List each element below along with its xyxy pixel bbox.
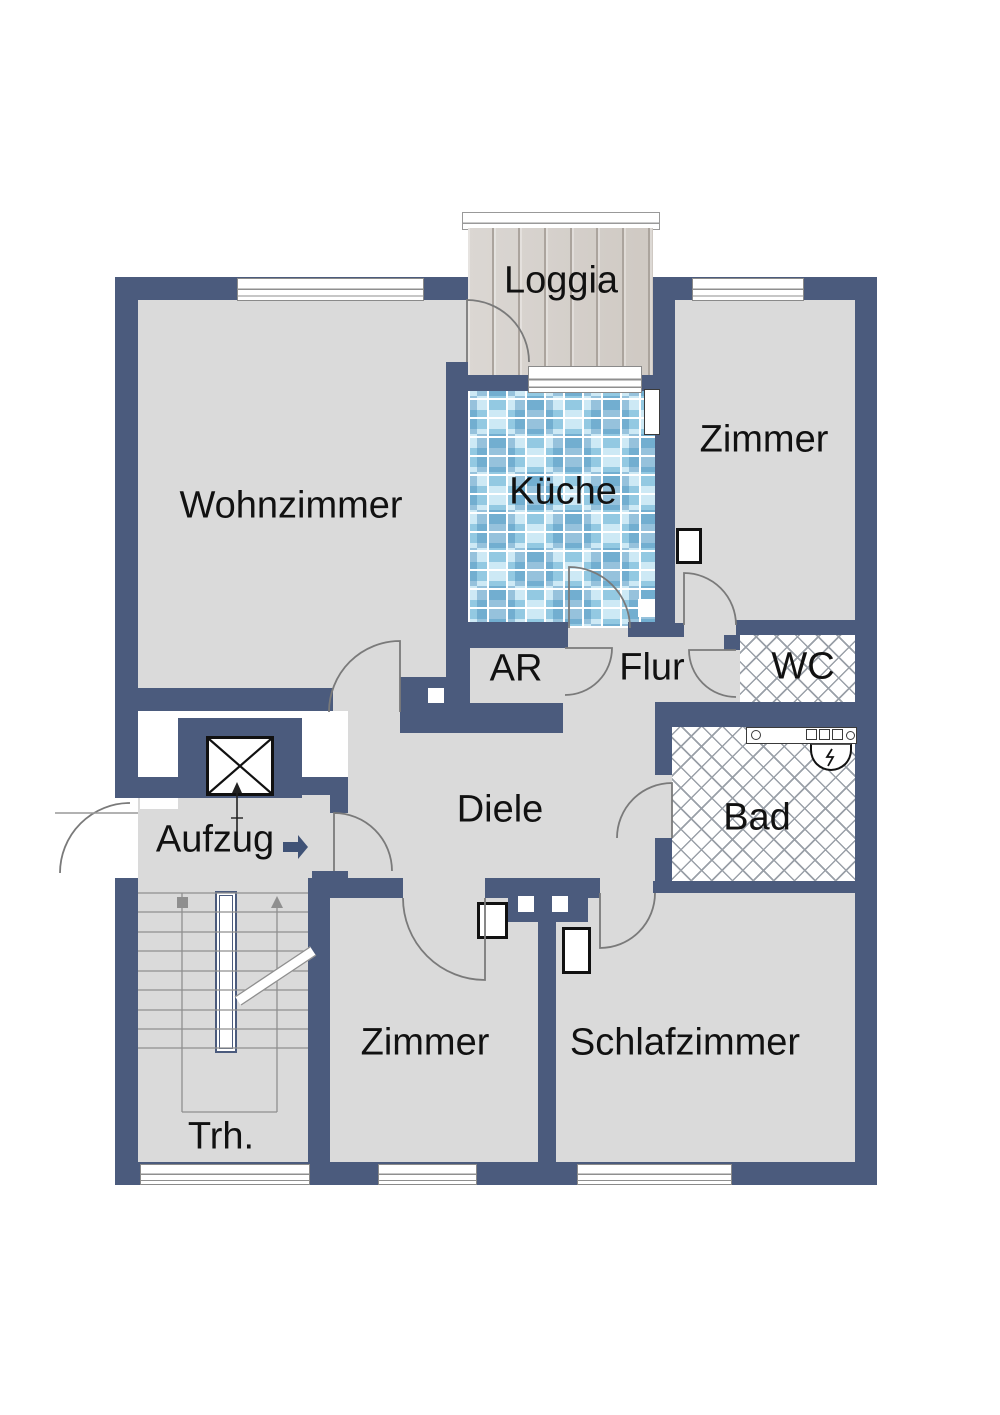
tap-icon xyxy=(825,748,835,767)
wall-left-lower xyxy=(115,878,138,1185)
wall-bath-left-bottom xyxy=(655,838,672,881)
wall-right xyxy=(855,277,877,1185)
window-livingroom xyxy=(237,278,424,301)
wall-kitchen-left xyxy=(446,375,468,628)
entry-direction-arrow-icon xyxy=(283,835,308,859)
door-bath xyxy=(616,782,673,839)
radiator xyxy=(644,389,660,435)
room-label-ar: AR xyxy=(489,647,543,690)
duct-shaft xyxy=(676,528,702,564)
wc-tile-floor xyxy=(740,635,855,702)
room-label-diele: Diele xyxy=(456,788,544,831)
door-bedroom xyxy=(599,892,656,949)
wall-loggia-right xyxy=(653,277,675,375)
wall-entry-pillar xyxy=(330,777,348,813)
wall-opening xyxy=(140,798,178,809)
room-label-treppenhaus: Trh. xyxy=(187,1115,255,1158)
wall-wc-top xyxy=(736,620,855,635)
kitchen-tile-floor xyxy=(468,391,655,628)
drain-icon xyxy=(846,731,855,740)
wall-room-bottom-left xyxy=(655,623,684,637)
window-room-bottom xyxy=(378,1164,477,1185)
bath-tile-floor xyxy=(672,727,855,881)
wall-livingroom-bottom xyxy=(115,688,333,711)
window-bedroom xyxy=(577,1164,732,1185)
wall-band-a xyxy=(308,878,403,898)
elevator-pointer-arrowhead xyxy=(232,782,242,793)
door-storage xyxy=(564,647,613,696)
chimney-flue xyxy=(552,896,568,912)
room-label-kueche: Küche xyxy=(509,470,617,513)
duct-shaft xyxy=(562,927,591,974)
wall-ar-left xyxy=(446,648,470,703)
wall-kitchen-right xyxy=(655,375,675,623)
stair-start-marker xyxy=(177,897,188,908)
stair-break-line xyxy=(240,954,317,1006)
wall-left-mid xyxy=(115,777,180,798)
window-stairwell xyxy=(140,1164,310,1185)
door-room-bottom xyxy=(402,897,486,981)
elevator-x-icon xyxy=(208,738,272,794)
wall-corner-block xyxy=(400,677,446,733)
room-label-schlafzimmer: Schlafzimmer xyxy=(569,1021,801,1064)
stair-break-line xyxy=(234,946,311,998)
door-room-top xyxy=(683,572,737,626)
room-label-flur: Flur xyxy=(619,646,685,689)
wall-ar-top xyxy=(446,622,568,648)
door-wc xyxy=(688,649,737,698)
door-apartment-entry xyxy=(333,812,393,872)
wall-kitchen-top-a xyxy=(468,375,528,391)
wall-room-divider xyxy=(538,898,556,1162)
wall-left-upper xyxy=(115,277,138,777)
drain-icon xyxy=(751,730,761,740)
room-label-aufzug: Aufzug xyxy=(155,818,275,861)
stair-steps xyxy=(138,892,308,1049)
washer-icon xyxy=(806,729,817,740)
room-label-wc: WC xyxy=(771,645,835,688)
room-label-zimmer-unten: Zimmer xyxy=(360,1021,490,1064)
stair-break-band xyxy=(234,946,317,1006)
room-label-loggia: Loggia xyxy=(503,259,619,302)
wall-wc-bath-divider xyxy=(655,702,855,727)
door-stairwell-entry xyxy=(59,802,131,874)
wall-loggia-left-top xyxy=(446,277,468,300)
wall-wc-left-stub xyxy=(724,635,740,650)
wall-niche xyxy=(428,688,444,703)
room-label-wohnzimmer: Wohnzimmer xyxy=(179,484,403,527)
window-kitchen xyxy=(528,366,642,393)
wall-bath-bottom xyxy=(653,881,855,893)
room-label-zimmer-oben: Zimmer xyxy=(699,418,829,461)
wall-stairwell-right xyxy=(308,878,330,1162)
duct-shaft xyxy=(477,902,508,939)
wall-bath-left-top xyxy=(655,727,672,775)
wall-niche xyxy=(638,599,655,617)
room-label-bad: Bad xyxy=(723,796,791,839)
chimney-flue xyxy=(518,896,534,912)
washer-icon xyxy=(819,729,830,740)
stair-walk-line xyxy=(181,893,278,1113)
loggia-wood-floor xyxy=(468,228,653,375)
door-kitchen xyxy=(568,566,631,629)
wall-hall-top xyxy=(628,622,655,637)
door-livingroom xyxy=(328,640,401,713)
washer-icon xyxy=(832,729,843,740)
window-room-top xyxy=(692,278,804,301)
stair-up-arrow-icon xyxy=(271,896,283,908)
door-loggia xyxy=(466,299,530,363)
wall-loggia-left-bottom xyxy=(446,362,468,375)
wall-ar-bottom xyxy=(446,703,563,733)
